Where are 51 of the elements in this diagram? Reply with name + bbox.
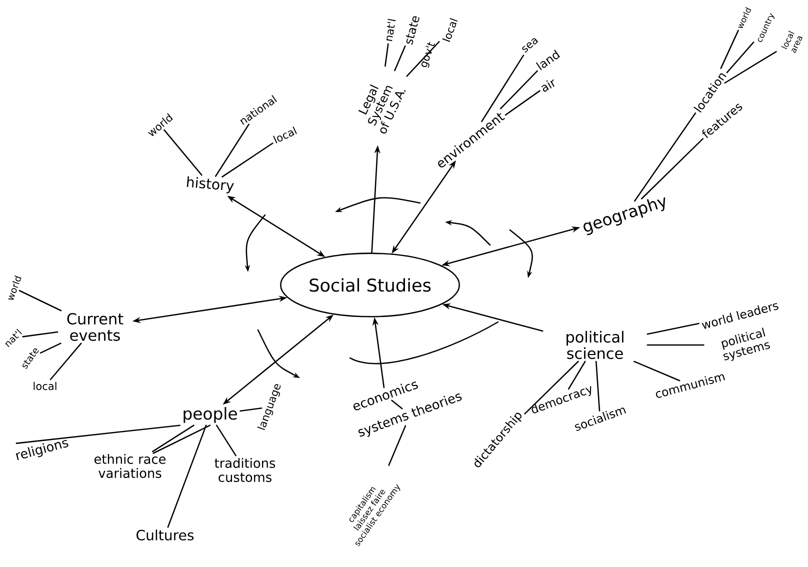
subtopic-label: state — [406, 16, 420, 45]
branch-line — [50, 342, 82, 380]
subtopic-label: local area — [781, 30, 803, 53]
branch-line — [640, 138, 704, 200]
branch-line — [40, 342, 62, 354]
branch-line — [634, 360, 680, 382]
branch-line — [18, 290, 62, 312]
branch-line — [222, 142, 274, 178]
subtopic-label: nat'l — [386, 18, 396, 42]
branch-line — [524, 360, 579, 414]
subtopic-label: world leaders — [702, 303, 778, 329]
branch-line — [646, 322, 700, 335]
subtopic-label: local — [442, 18, 458, 42]
branch-line — [504, 90, 540, 116]
subtopic-label: ethnic race variations — [94, 454, 166, 478]
subtopic-label: air — [542, 79, 554, 92]
branch-line — [720, 30, 739, 69]
subtopic-label: sea — [522, 38, 538, 53]
branch-line — [16, 424, 180, 444]
branch-line — [634, 112, 696, 202]
topic-label: political science — [566, 330, 624, 360]
branch-line — [152, 424, 211, 454]
branch-line — [500, 70, 538, 110]
branch-line — [394, 45, 406, 72]
branch-line — [595, 360, 600, 412]
branch-line — [726, 42, 754, 74]
branch-line — [388, 425, 406, 466]
subtopic-label: local — [34, 382, 56, 390]
subtopic-label: local — [273, 126, 297, 144]
branch-line — [216, 424, 236, 456]
topic-label: history — [186, 176, 234, 194]
branch-line — [481, 54, 524, 122]
subtopic-label: Cultures — [136, 530, 194, 540]
topic-label: people — [184, 407, 237, 423]
branch-line — [152, 424, 194, 452]
subtopic-label: world — [738, 7, 752, 28]
branch-line — [724, 51, 777, 84]
subtopic-label: religions — [16, 440, 68, 460]
subtopic-label: world — [8, 275, 22, 300]
branch-line — [22, 331, 58, 338]
branch-line — [164, 129, 202, 176]
topic-label: Current events — [67, 313, 124, 341]
branch-line — [167, 424, 207, 528]
branch-line — [384, 43, 389, 67]
branch-line — [406, 41, 440, 77]
branch-line — [568, 360, 586, 390]
branch-line — [646, 344, 704, 346]
branch-line — [214, 124, 250, 177]
subtopic-label: traditions customs — [214, 458, 276, 482]
branch-line — [240, 407, 262, 412]
branch-line — [391, 400, 403, 410]
